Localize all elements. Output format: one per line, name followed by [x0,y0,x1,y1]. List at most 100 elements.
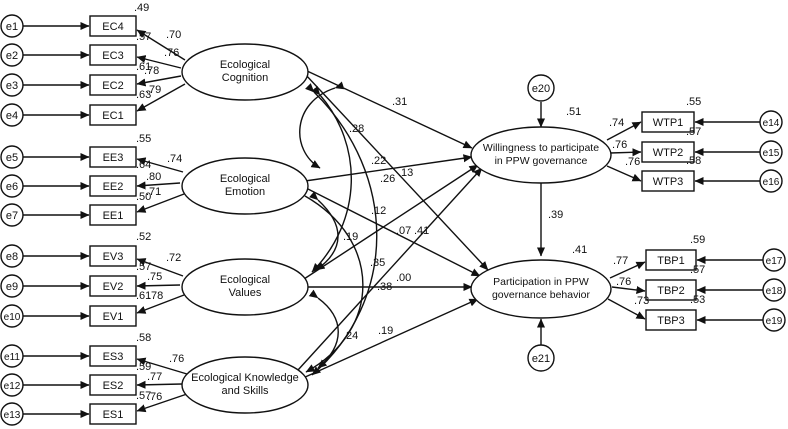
path-label-cog-wtp: .31 [392,96,407,108]
path-label-emo-pgb: .41 [414,225,429,237]
pgb-to-tbp3-arrow [607,298,646,320]
latent-label-line: governance behavior [492,289,591,301]
indicator-label: WTP1 [653,117,684,129]
error-label: e20 [532,83,550,95]
error-e20: e20 [527,74,555,102]
path-label-val-wtp: .07 [396,225,411,237]
path-cog-wtp [304,69,473,149]
error-label: e10 [4,312,21,323]
loading-ec1: .79 [146,84,161,96]
observed-indicators: EC4 EC3 EC2 EC1 EE3 EE2 EE1 EV3 EV2 EV1 … [89,15,697,425]
path-kns-pgb [302,298,479,379]
indicator-tbp1: TBP1 [645,249,697,271]
error-label: e9 [6,281,18,293]
indicator-label: EC3 [102,50,123,62]
indicator-ee3: EE3 [89,146,137,168]
cov-emo-kns [295,188,364,373]
cov-label-val-kns: .24 [343,330,358,342]
indicator-ec2: EC2 [89,74,137,96]
cov-val-kns [308,289,339,369]
error-label: e15 [763,148,780,159]
error-e9: e9 [0,274,24,298]
indicator-ev3: EV3 [89,245,137,267]
error-label: e16 [763,177,780,188]
cov-label-emo-val: .19 [343,231,358,243]
cov-emo-val [308,191,339,271]
loading-tbp2: .76 [616,276,631,288]
loading-ee2: .80 [146,171,161,183]
cog-to-ec3-arrow [136,55,182,69]
pgb-to-tbp2-arrow [611,285,646,294]
indicator-label: WTP2 [653,147,684,159]
error-e5: e5 [0,145,24,169]
cog-to-ec2-arrow [136,75,182,87]
r2-ee2: .64 [136,159,151,171]
val-to-ev2-arrow [136,281,181,290]
loading-wtp1: .74 [609,117,624,129]
r2-wtp3: .58 [686,155,701,167]
error-e11: e11 [0,344,24,368]
r2-ev1: .61 [136,290,151,302]
r2-tbp2: .57 [690,264,705,276]
error-label: e8 [6,251,18,263]
latent-label-line: Values [229,287,262,299]
r2-ec2: .61 [136,61,151,73]
indicator-label: EV1 [103,311,124,323]
indicator-es3: ES3 [89,345,137,367]
cog-to-ec1-arrow [136,83,186,112]
pgb-to-tbp1-arrow [609,261,646,279]
error-label: e11 [4,352,20,363]
indicator-label: ES3 [103,351,124,363]
indicator-ee1: EE1 [89,204,137,226]
emo-to-ee2-arrow [136,181,181,190]
error-label: e19 [766,316,783,327]
error-e8: e8 [0,244,24,268]
r2-es3: .58 [136,332,151,344]
error-label: e5 [6,152,18,164]
indicator-tbp2: TBP2 [645,279,697,301]
latent-label-line: Ecological [220,173,270,185]
error-label: e17 [766,256,783,267]
path-label-wtp-pgb: .39 [548,209,563,221]
path-cog-pgb [304,73,489,271]
indicator-wtp1: WTP1 [641,111,695,133]
r2-ev2: .57 [136,261,151,273]
latent-label-line: Willingness to participate [483,142,599,154]
indicator-label: ES2 [103,380,124,392]
error-e16: e16 [759,169,783,193]
error-label: e18 [766,286,783,297]
error-e2: e2 [0,43,24,67]
loading-ev1: .78 [148,290,163,302]
wtp-to-wtp3-arrow [606,165,642,182]
error-terms: e1 e2 e3 e4 e5 e6 e7 e8 e9 e10 e11 e12 e… [0,14,786,426]
indicator-tbp3: TBP3 [645,309,697,331]
error-label: e3 [6,80,18,92]
loading-ee3: .74 [167,153,182,165]
loading-wtp2: .76 [612,139,627,151]
path-kns-wtp [297,167,483,371]
indicator-wtp2: WTP2 [641,141,695,163]
error-label: e14 [763,118,780,129]
latent-label-line: Ecological [220,274,270,286]
emo-to-ee3-arrow [136,157,184,173]
val-to-ev3-arrow [136,258,184,277]
error-e15: e15 [759,140,783,164]
latent-label-line: Ecological Knowledge [191,372,299,384]
error-label: e1 [6,21,18,33]
loading-ec4: .70 [166,29,181,41]
error-label: e6 [6,181,18,193]
indicator-ev2: EV2 [89,275,137,297]
loading-ev2: .75 [147,271,162,283]
error-label: e21 [532,353,550,365]
r2-tbp3: .53 [690,294,705,306]
loading-wtp3: .76 [625,156,640,168]
r2-ee3: .55 [136,133,151,145]
indicator-label: EV2 [103,281,124,293]
